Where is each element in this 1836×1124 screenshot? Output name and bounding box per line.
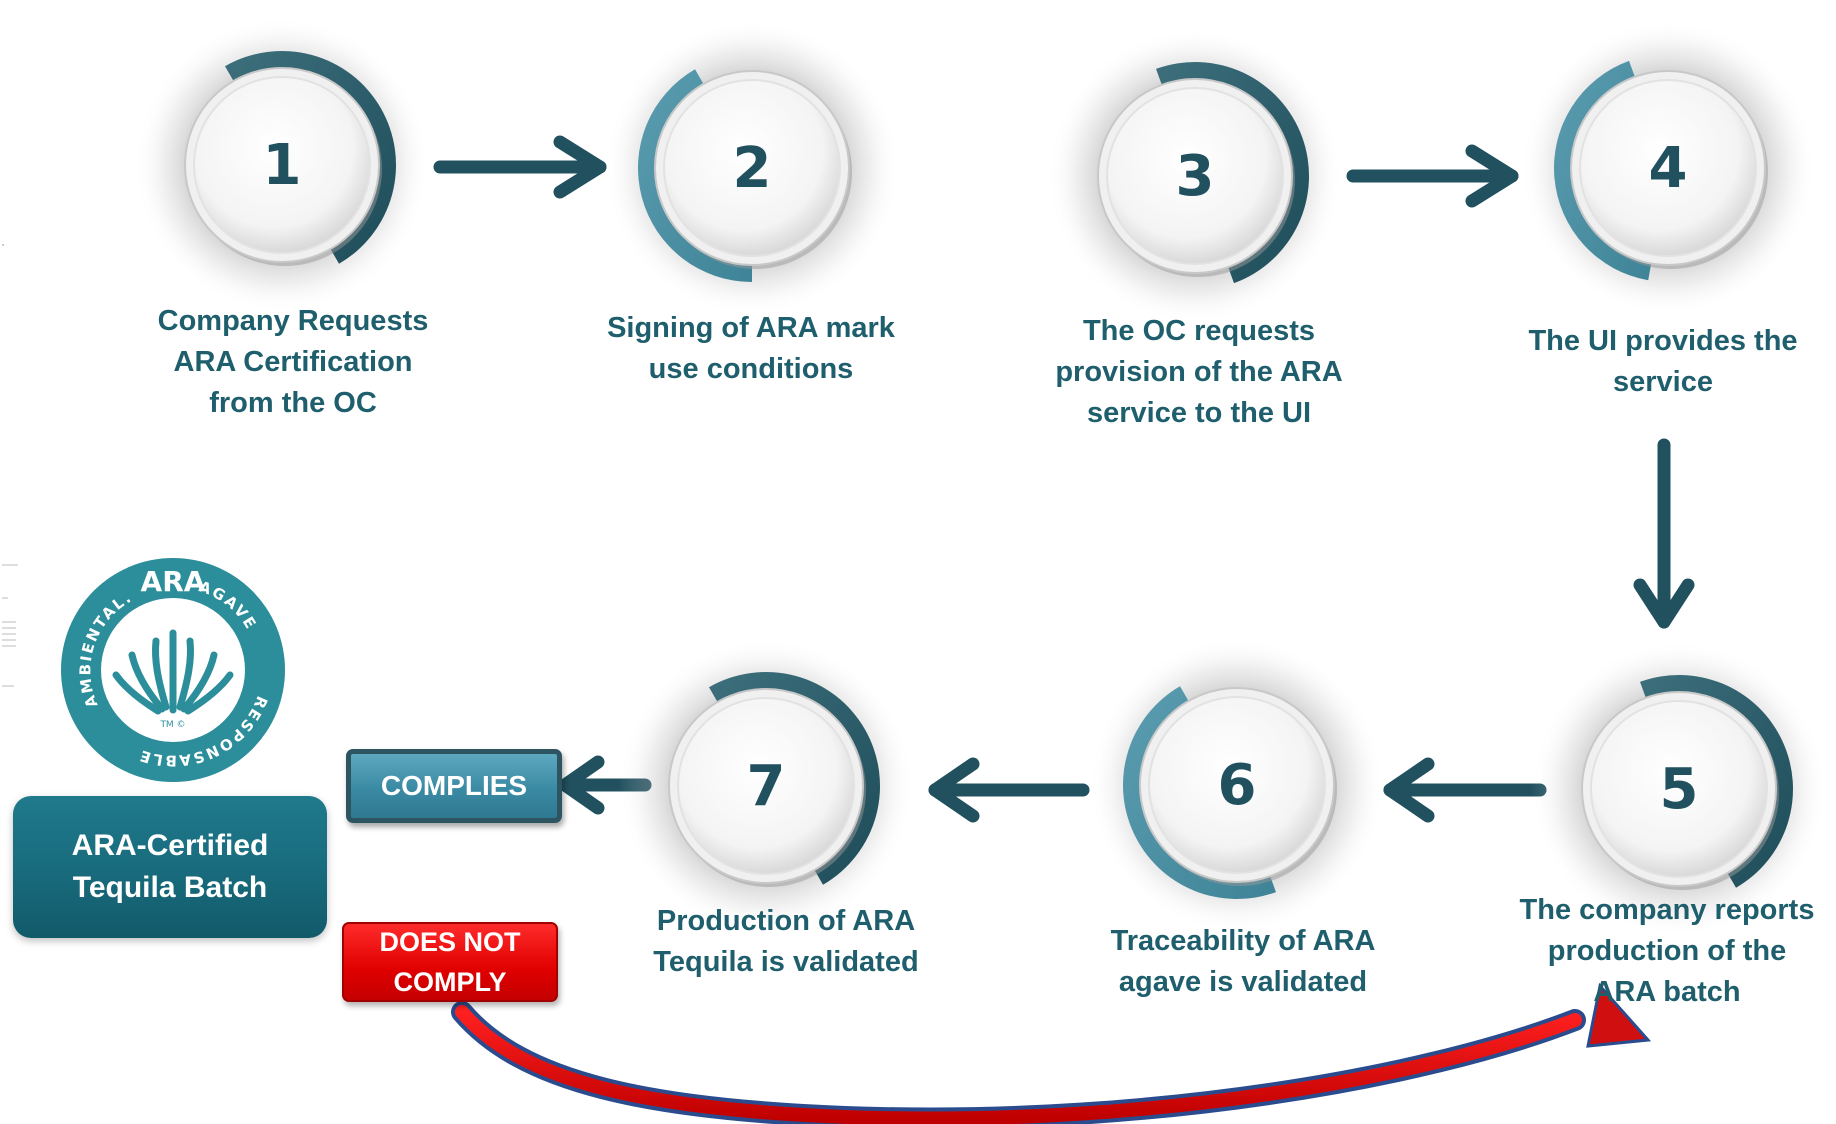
step-5-label: The company reports production of the AR… [1519, 894, 1815, 1008]
ara-certified-batch-box: ARA-Certified Tequila Batch [13, 796, 327, 938]
step-1-node: 1 [132, 15, 432, 315]
step-5-node: 5 [1529, 639, 1829, 939]
logo-center-text: ARA [141, 565, 206, 598]
step-6-node: 6 [1087, 635, 1387, 935]
step-5-number: 5 [1659, 756, 1699, 822]
step-2-node: 2 [602, 18, 902, 318]
ara-logo-seal: ARA AMBIENTAL. AGAVE RESPONSABLE TM © [58, 555, 288, 785]
step-1-label: Company Requests ARA Certification from … [157, 305, 429, 419]
step-7-node: 7 [616, 636, 916, 936]
step-3-label: The OC requests provision of the ARA ser… [1055, 315, 1343, 429]
arrow-1-to-2 [433, 135, 607, 199]
agave-icon [112, 629, 234, 715]
logo-trademark: TM © [159, 720, 185, 730]
step-4-node: 4 [1518, 18, 1818, 318]
step-4-number: 4 [1648, 135, 1688, 201]
step-3-number: 3 [1175, 143, 1215, 209]
step-6-circle [1089, 637, 1385, 933]
arrow-5-to-6 [1383, 757, 1547, 823]
step-5-circle [1531, 641, 1827, 937]
arrow-6-to-7 [928, 757, 1090, 823]
step-6-number: 6 [1217, 752, 1257, 818]
step-4-label: The UI provides the service [1528, 325, 1798, 398]
arrow-noncomply-to-5 [451, 982, 1652, 1124]
step-3-circle [1047, 28, 1343, 324]
complies-box: COMPLIES [346, 749, 562, 823]
step-4-circle [1520, 20, 1816, 316]
step-7-number: 7 [746, 753, 786, 819]
step-4-ring-arc [1554, 60, 1653, 281]
step-2-number: 2 [732, 135, 772, 201]
step-7-circle [618, 638, 914, 934]
step-3-node: 3 [1045, 26, 1345, 326]
step-1-circle [134, 17, 430, 313]
step-2-circle [604, 20, 900, 316]
arrow-3-to-4 [1346, 144, 1519, 208]
does-not-comply-box: DOES NOT COMPLY [342, 922, 558, 1002]
edge-marks-decoration [2, 244, 18, 687]
step-2-label: Signing of ARA mark use conditions [607, 312, 895, 385]
step-7-label: Production of ARA Tequila is validated [653, 905, 919, 978]
step-1-number: 1 [262, 132, 302, 198]
step-6-label: Traceability of ARA agave is validated [1110, 925, 1376, 998]
arrow-4-to-5 [1633, 438, 1695, 629]
